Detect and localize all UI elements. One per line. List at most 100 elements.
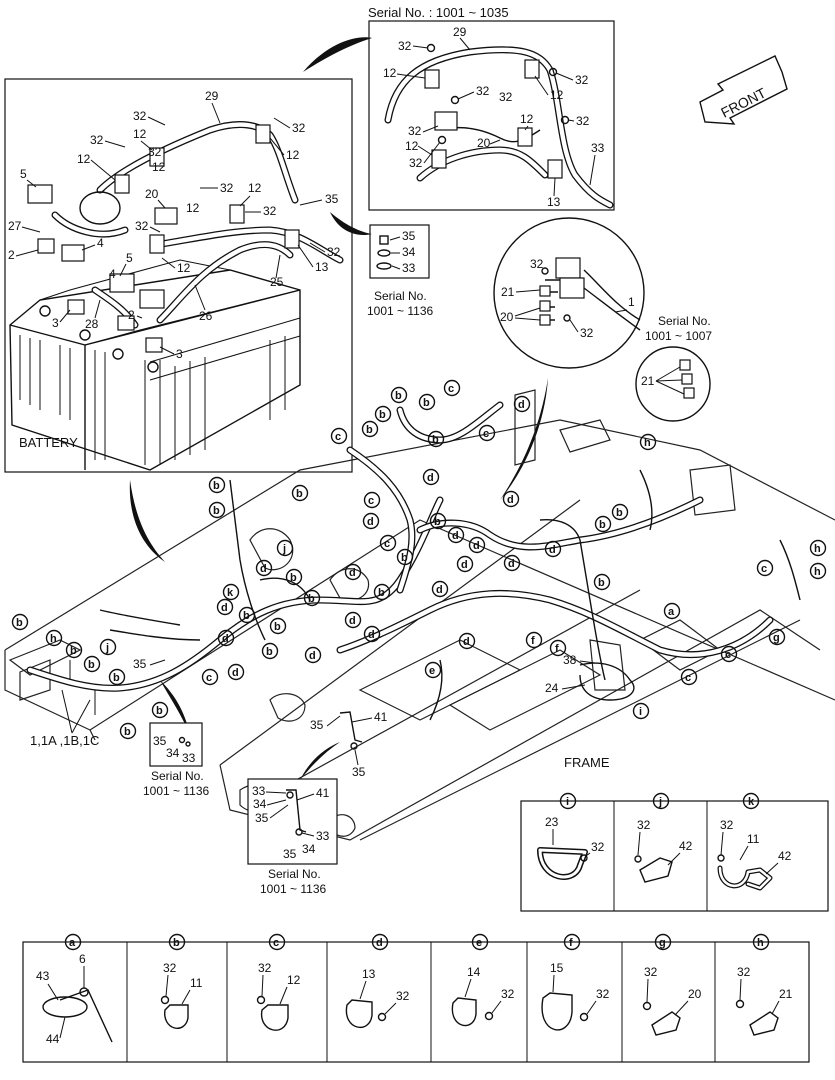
svg-text:c: c <box>685 672 691 684</box>
svg-text:b: b <box>296 488 303 500</box>
svg-text:32: 32 <box>135 219 149 233</box>
svg-text:33: 33 <box>316 829 330 843</box>
svg-text:32: 32 <box>220 181 234 195</box>
callout-b: b <box>65 641 83 659</box>
svg-text:15: 15 <box>550 961 564 975</box>
bracket-set-detail: 33 34 35 41 33 34 35 Serial No. 1001 ~ 1… <box>247 778 338 896</box>
serial-bolt-detail: 35 34 33 Serial No. 1001 ~ 1136 <box>367 224 434 318</box>
svg-text:43: 43 <box>36 969 50 983</box>
svg-text:c: c <box>335 431 341 443</box>
svg-text:b: b <box>599 519 606 531</box>
svg-text:32: 32 <box>501 987 515 1001</box>
terminal-cover-icon <box>139 289 165 309</box>
detail-panel-j: j 32 42 <box>634 792 693 883</box>
svg-text:12: 12 <box>152 160 166 174</box>
svg-text:35: 35 <box>283 847 297 861</box>
clamp-icon <box>114 174 130 194</box>
svg-text:34: 34 <box>253 797 267 811</box>
clamp-11-icon <box>164 1004 189 1029</box>
bolt-icon <box>548 67 558 77</box>
svg-text:32: 32 <box>580 326 594 340</box>
callout-c: c <box>201 668 219 686</box>
svg-text:5: 5 <box>20 167 27 181</box>
svg-text:35: 35 <box>310 718 324 732</box>
callout-d: d <box>431 580 449 598</box>
svg-text:35: 35 <box>325 192 339 206</box>
bolt-icon <box>178 736 186 744</box>
bracket-20-icon <box>651 1011 681 1036</box>
svg-text:c: c <box>273 937 279 949</box>
svg-text:12: 12 <box>383 66 397 80</box>
callout-b: b <box>611 503 629 521</box>
clamp-13-icon <box>345 999 373 1028</box>
svg-text:Serial No.: Serial No. <box>374 289 427 303</box>
clamp-icon <box>517 127 533 147</box>
callout-b: b <box>291 484 309 502</box>
callout-d: d <box>216 598 234 616</box>
svg-text:d: d <box>473 540 480 552</box>
svg-text:j: j <box>105 642 109 654</box>
svg-text:35: 35 <box>133 657 147 671</box>
callout-b: b <box>374 405 392 423</box>
clamp-14-icon <box>451 997 477 1027</box>
svg-text:12: 12 <box>248 181 262 195</box>
svg-text:2: 2 <box>128 308 135 322</box>
svg-text:13: 13 <box>362 967 376 981</box>
svg-text:b: b <box>266 646 273 658</box>
svg-text:32: 32 <box>737 965 751 979</box>
callout-g: g <box>768 628 786 646</box>
callout-c: c <box>680 668 698 686</box>
bracket-icon <box>539 285 551 297</box>
svg-text:b: b <box>16 617 23 629</box>
bolt-set-detail-mid: 35 34 33 Serial No. 1001 ~ 1136 <box>143 722 210 798</box>
svg-text:12: 12 <box>133 127 147 141</box>
svg-text:32: 32 <box>596 987 610 1001</box>
svg-text:33: 33 <box>402 261 416 275</box>
bolt-icon <box>450 95 460 105</box>
svg-text:b: b <box>423 397 430 409</box>
callout-d: d <box>458 632 476 650</box>
bolt-set-box <box>149 722 203 767</box>
svg-text:h: h <box>814 543 821 555</box>
clamp-icon <box>524 59 540 79</box>
bracket-icon <box>539 314 551 326</box>
callout-h: h <box>809 539 827 557</box>
svg-text:4: 4 <box>97 236 104 250</box>
svg-text:32: 32 <box>476 84 490 98</box>
bolt-icon <box>735 999 745 1009</box>
detail-panel-i: i 23 32 <box>537 792 605 880</box>
svg-text:Serial No.: Serial No. <box>151 769 204 783</box>
detail-panel-k: k 32 11 42 <box>717 792 792 891</box>
harness-label: 1,1A ,1B,1C <box>30 733 99 748</box>
svg-text:32: 32 <box>133 109 147 123</box>
svg-text:1001 ~ 1136: 1001 ~ 1136 <box>143 784 210 798</box>
bolt-icon <box>377 1012 387 1022</box>
lock-washer-icon <box>377 249 391 257</box>
callout-b: b <box>11 613 29 631</box>
callout-f: f <box>525 631 543 649</box>
svg-text:b: b <box>70 645 77 657</box>
svg-text:b: b <box>616 507 623 519</box>
callout-b: b <box>396 548 414 566</box>
serial-top-label: Serial No. : 1001 ~ 1035 <box>368 5 509 20</box>
svg-text:32: 32 <box>292 121 306 135</box>
svg-text:12: 12 <box>77 152 91 166</box>
svg-text:d: d <box>508 558 515 570</box>
svg-text:14: 14 <box>467 965 481 979</box>
svg-text:11: 11 <box>747 832 760 846</box>
svg-text:j: j <box>658 796 662 808</box>
svg-text:f: f <box>555 643 559 655</box>
callout-d: d <box>344 563 362 581</box>
callout-b: b <box>261 642 279 660</box>
callout-d: d <box>456 555 474 573</box>
svg-text:d: d <box>507 494 514 506</box>
detail-panel-frame <box>520 800 829 912</box>
bracket-detail-circle <box>635 346 711 422</box>
svg-text:b: b <box>290 572 297 584</box>
callout-b: b <box>429 512 447 530</box>
clamp-icon <box>149 234 165 254</box>
callout-b: b <box>373 583 391 601</box>
callout-b: b <box>151 701 169 719</box>
svg-text:6: 6 <box>79 952 86 966</box>
callout-d: d <box>227 663 245 681</box>
